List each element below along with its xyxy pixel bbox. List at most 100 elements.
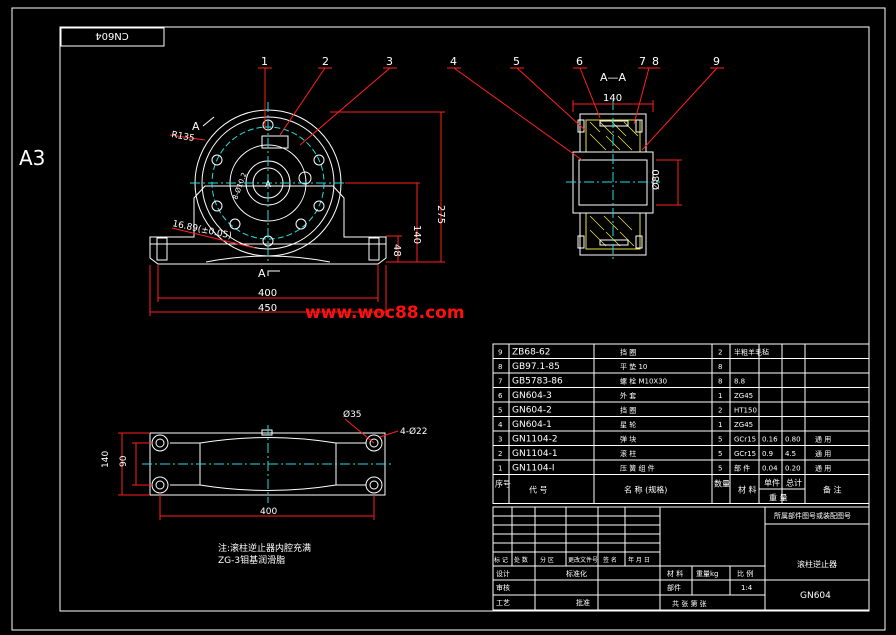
bom-cell-qty: 5 (718, 450, 722, 458)
balloon-4: 4 (450, 55, 457, 68)
bom-cell-no: 4 (498, 421, 503, 429)
bom-cell-no: 7 (498, 378, 502, 386)
balloon-6: 6 (576, 55, 583, 68)
weight-label: 重量kg (696, 570, 719, 578)
bom-header-code: 代 号 (529, 485, 548, 495)
bom-cell-code: GN1104-I (512, 464, 555, 474)
part-label: 部件 (667, 583, 681, 592)
drawing-number: GN604 (800, 591, 831, 601)
bom-cell-code: ZB68-62 (512, 348, 551, 358)
rev-h-2: 分 区 (540, 556, 554, 564)
section-view: A—A 140 Ø80 (447, 55, 724, 262)
watermark: www.woc88.com (305, 303, 465, 323)
balloon-5: 5 (513, 55, 520, 68)
bom-header-no: 序号 (495, 479, 511, 489)
bom-cell-code: GN604-3 (512, 391, 552, 401)
plan-view: 140 90 400 Ø35 4-Ø22 (101, 409, 428, 520)
bom-cell-no: 8 (498, 363, 502, 371)
section-mark-top: A (192, 120, 200, 133)
bom-cell-material: 部 件 (734, 464, 750, 473)
bom-cell-no: 5 (498, 407, 502, 415)
bom-cell-no: 2 (498, 450, 502, 458)
bom-header-total_w: 总计 (786, 478, 802, 488)
bom-header-unit_w: 单件 (764, 478, 780, 488)
bom-cell-name: 挡 圈 (620, 406, 636, 415)
scale-label: 比 例 (737, 569, 753, 578)
bom-cell-code: GN604-2 (512, 406, 552, 416)
bom-cell-no: 9 (498, 349, 502, 357)
dim-140: 140 (411, 225, 422, 244)
bom-cell-total_w: 0.20 (785, 465, 801, 473)
std-label: 标准化 (566, 569, 587, 578)
section-mark-bottom: A (258, 267, 266, 280)
inner-frame (59, 26, 870, 612)
bom-border (492, 343, 870, 504)
balloon-9: 9 (713, 55, 720, 68)
material-label: 材 料 (667, 569, 683, 578)
balloon-2: 2 (322, 55, 329, 68)
bom-cell-code: GN1104-1 (512, 449, 558, 459)
outer-frame (11, 7, 886, 631)
dim-plan-400: 400 (260, 507, 277, 517)
drawing-number-mirrored: CN604 (95, 30, 129, 41)
bom-cell-qty: 8 (718, 378, 722, 386)
bom-cell-no: 6 (498, 392, 503, 400)
bom-cell-code: GN1104-2 (512, 435, 558, 445)
bom-cell-total_w: 0.80 (785, 436, 801, 444)
row-process: 工艺 (496, 599, 510, 607)
bom-cell-material: 半粗羊毛毡 (734, 348, 769, 357)
dim-48: 48 (391, 244, 402, 257)
section-title: A—A (600, 71, 627, 84)
bom-header-weight: 重 量 (769, 493, 788, 503)
dim-plan-d35: Ø35 (343, 409, 362, 420)
rev-h-0: 标 记 (494, 556, 508, 564)
rev-h-5: 年 月 日 (628, 556, 650, 564)
bom-cell-remark: 通 用 (815, 449, 831, 458)
sheets-label: 共 张 第 张 (672, 599, 707, 608)
dim-bore: 16.89(±0.05) (171, 219, 232, 241)
rev-h-4: 签 名 (603, 556, 617, 564)
bom-cell-name: 压 簧 组 件 (620, 464, 655, 473)
bom-cell-name: 外 套 (620, 391, 636, 400)
dim-400: 400 (258, 288, 277, 299)
bom-cell-code: GN604-1 (512, 420, 552, 430)
dim-r135: R135 (170, 130, 195, 144)
scale-value: 1:4 (741, 584, 753, 592)
bom-header-remark: 备 注 (823, 485, 842, 495)
drawing-number-box (60, 27, 165, 47)
drawing-name: 滚柱逆止器 (797, 559, 837, 569)
bom-cell-unit_w: 0.16 (762, 436, 778, 444)
bom-cell-material: 8.8 (734, 378, 745, 386)
bom-header-name: 名 称 (规格) (624, 485, 667, 495)
front-view: A 1 2 3 A A R135 8-Ø10.2 16.89(±0.05) 40… (149, 55, 446, 316)
rev-h-3: 更改文件号 (568, 556, 598, 564)
bom-header-material: 材 料 (738, 485, 757, 495)
bom-cell-qty: 1 (718, 392, 722, 400)
title-block: 所属部件图号或装配图号 标 记 处 数 分 区 更改文件号 签 名 年 月 日 … (492, 506, 870, 611)
balloon-8: 8 (652, 55, 659, 68)
bom-cell-material: GCr15 (734, 436, 756, 444)
bom-cell-remark: 通 用 (815, 464, 831, 473)
bom-cell-name: 平 垫 10 (620, 362, 647, 371)
bom-cell-qty: 1 (718, 421, 722, 429)
note-line-2: ZG-3钼基润滑脂 (218, 554, 285, 566)
bom-cell-material: GCr15 (734, 450, 756, 458)
dim-450: 450 (258, 303, 277, 314)
bom-cell-unit_w: 0.9 (762, 450, 773, 458)
bom-cell-no: 1 (498, 465, 502, 473)
balloon-3: 3 (386, 55, 393, 68)
dim-sec-dia: Ø80 (650, 169, 662, 190)
bom-cell-no: 3 (498, 436, 502, 444)
bom-cell-name: 挡 圈 (620, 348, 636, 357)
bom-cell-material: ZG45 (734, 392, 753, 400)
bom-cell-total_w: 4.5 (785, 450, 796, 458)
bom-cell-remark: 通 用 (815, 435, 831, 444)
center-a-mark: A (265, 180, 272, 190)
balloon-1: 1 (261, 55, 268, 68)
bom-cell-material: ZG45 (734, 421, 753, 429)
balloon-7: 7 (639, 55, 646, 68)
dim-plan-90: 90 (119, 455, 129, 467)
bom-cell-qty: 5 (718, 436, 722, 444)
